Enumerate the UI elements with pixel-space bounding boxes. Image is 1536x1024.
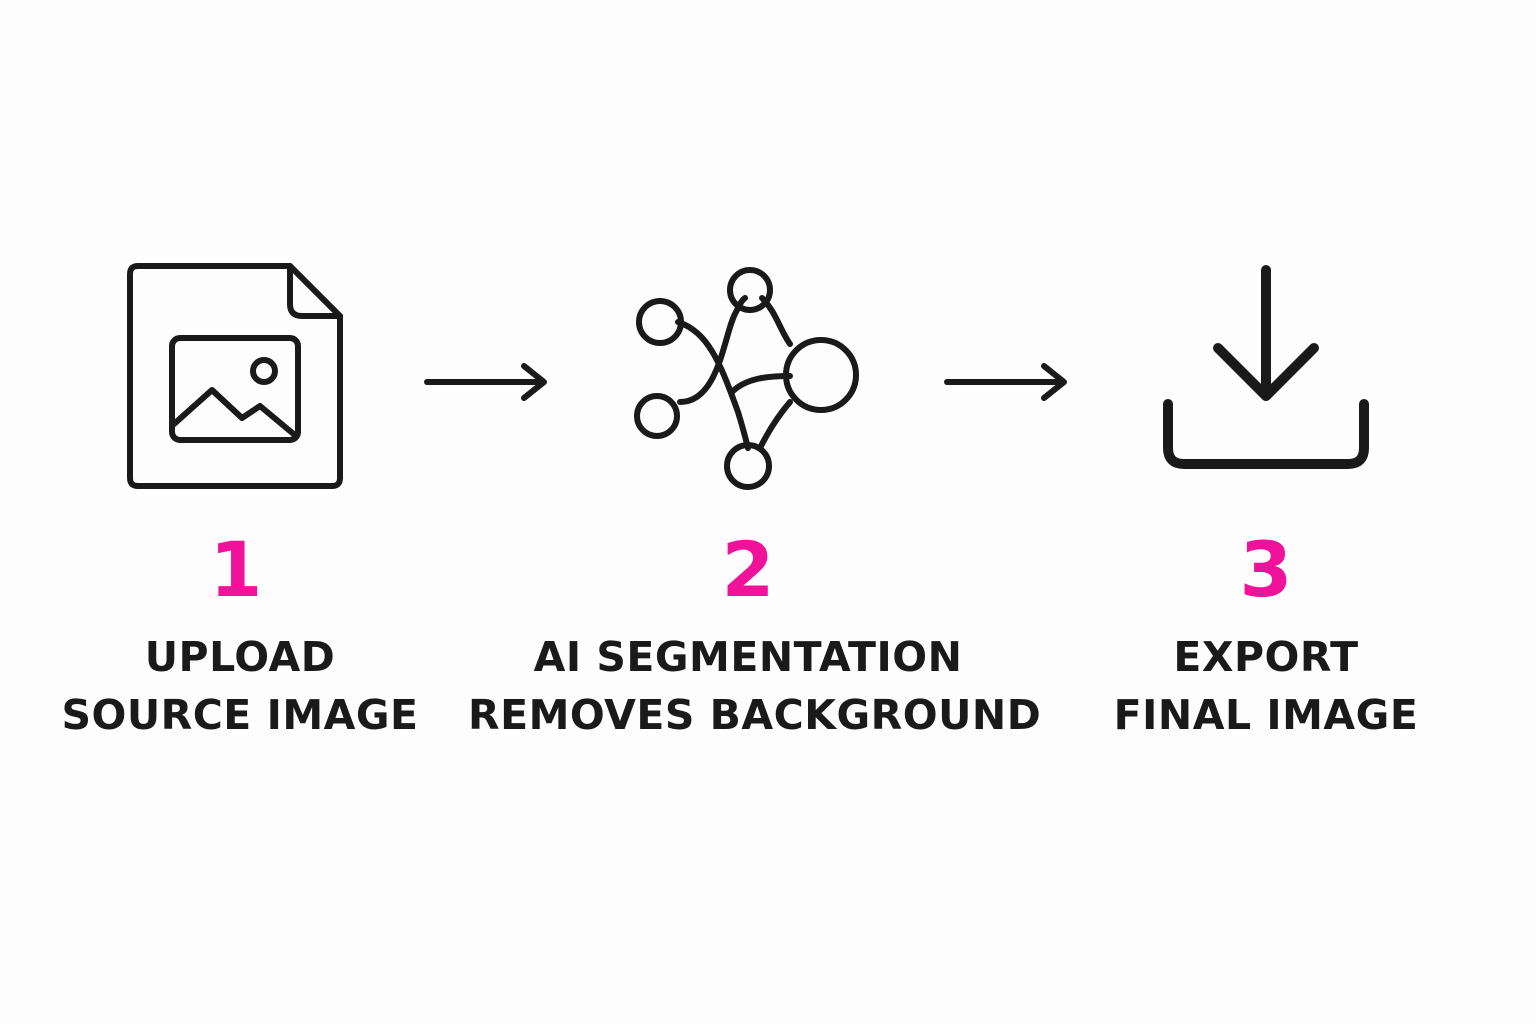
step-number-1: 1 bbox=[209, 525, 263, 614]
download-icon bbox=[1163, 265, 1369, 469]
step-label-1: UPLOAD SOURCE IMAGE bbox=[0, 628, 520, 744]
step-label-line: FINAL IMAGE bbox=[1113, 691, 1419, 739]
image-file-icon bbox=[127, 263, 343, 489]
neural-network-icon bbox=[634, 267, 859, 490]
step-label-line: EXPORT bbox=[1173, 633, 1359, 681]
step-label-3: EXPORT FINAL IMAGE bbox=[986, 628, 1536, 744]
step-label-line: SOURCE IMAGE bbox=[61, 691, 419, 739]
arrow-right-icon bbox=[944, 363, 1067, 401]
step-label-line: AI SEGMENTATION bbox=[533, 633, 963, 681]
step-label-2: AI SEGMENTATION REMOVES BACKGROUND bbox=[468, 628, 1042, 744]
step-label-line: REMOVES BACKGROUND bbox=[468, 691, 1042, 739]
step-number-3: 3 bbox=[1239, 525, 1293, 614]
step-number-2: 2 bbox=[721, 525, 775, 614]
arrow-right-icon bbox=[424, 363, 547, 401]
step-label-line: UPLOAD bbox=[144, 633, 336, 681]
